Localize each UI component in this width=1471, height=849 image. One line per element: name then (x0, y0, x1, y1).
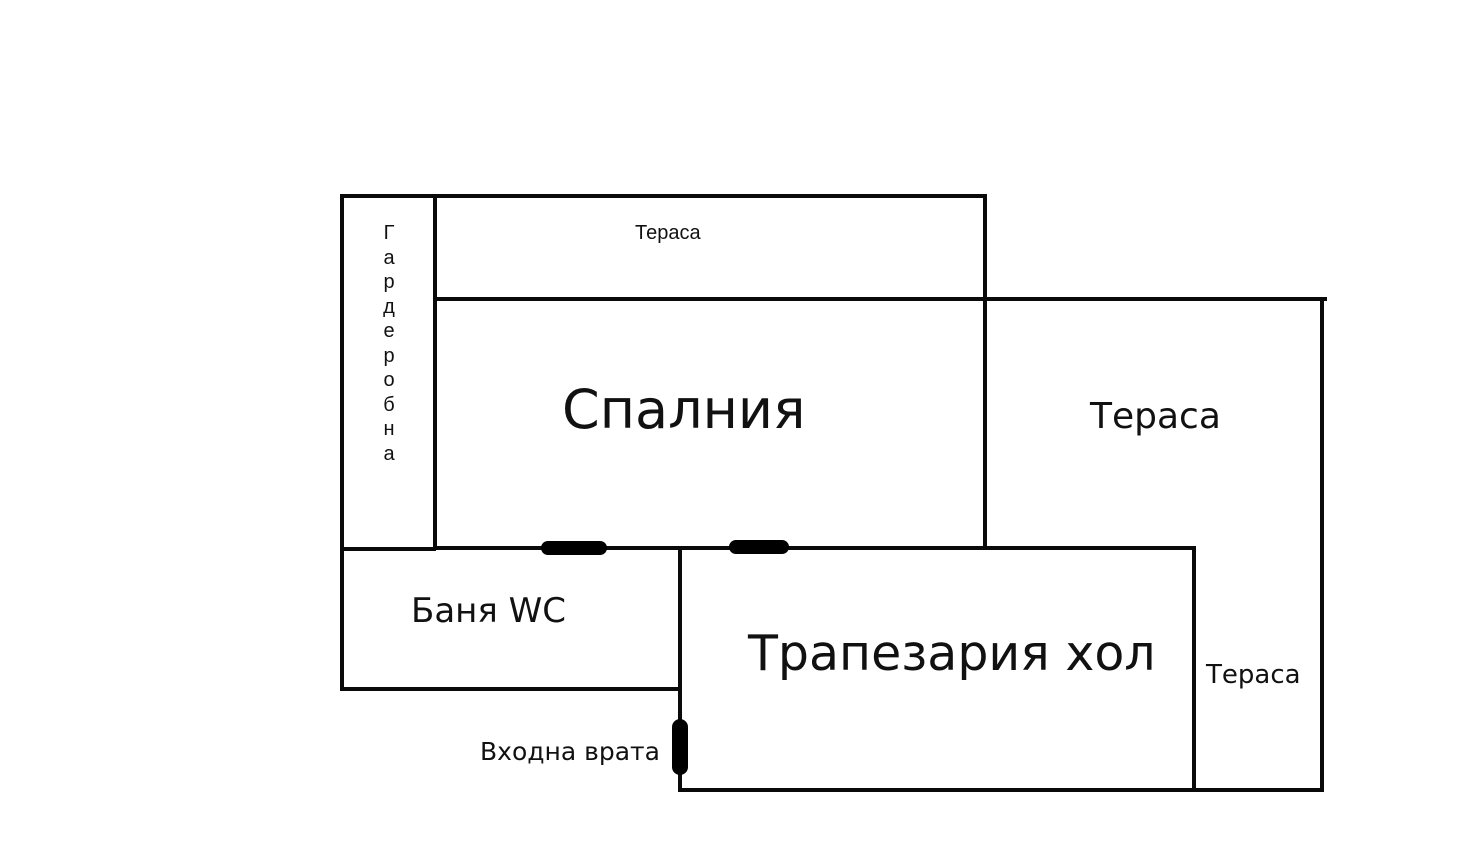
bedroom-label: Спалния (562, 378, 806, 441)
dining-hall-label: Трапезария хол (748, 625, 1156, 682)
entrance-label: Входна врата (480, 737, 660, 766)
wardrobe-label: Г а р д е р о б н а (375, 221, 403, 466)
wardrobe-letter: е (383, 320, 395, 342)
wardrobe-letter: д (383, 295, 395, 318)
wall-far-right (1320, 299, 1324, 792)
door-entrance (672, 719, 688, 775)
wardrobe-letter: а (383, 442, 395, 465)
wall-dining-right (1192, 546, 1196, 791)
bathroom-label: Баня WC (411, 591, 567, 631)
terrace-side-label: Тераса (1206, 660, 1301, 690)
wall-left-wardrobe (340, 194, 344, 690)
wall-bathroom-bottom (340, 687, 681, 691)
door-bedroom-dining (729, 540, 789, 554)
terrace-right-label: Тераса (1090, 396, 1221, 437)
wall-wardrobe-bottom (340, 547, 436, 551)
wall-bottom (678, 788, 1324, 792)
wardrobe-letter: о (383, 369, 395, 391)
wall-dining-left (678, 546, 682, 792)
wardrobe-letter: н (383, 418, 395, 440)
wall-upper-right (983, 196, 987, 549)
room-terrace-top (435, 196, 985, 299)
wardrobe-letter: а (383, 246, 395, 269)
wardrobe-letter: р (383, 344, 395, 367)
wall-wardrobe-right (433, 196, 437, 550)
terrace-top-label: Тераса (635, 222, 701, 244)
wall-top-upper (340, 194, 987, 198)
wardrobe-letter: б (383, 393, 395, 416)
wardrobe-letter: Г (383, 222, 395, 244)
wall-dining-top (680, 546, 1196, 550)
door-bathroom-bedroom (541, 541, 607, 555)
wall-terrace-top-bottom (433, 297, 1327, 301)
wardrobe-letter: р (383, 271, 395, 293)
